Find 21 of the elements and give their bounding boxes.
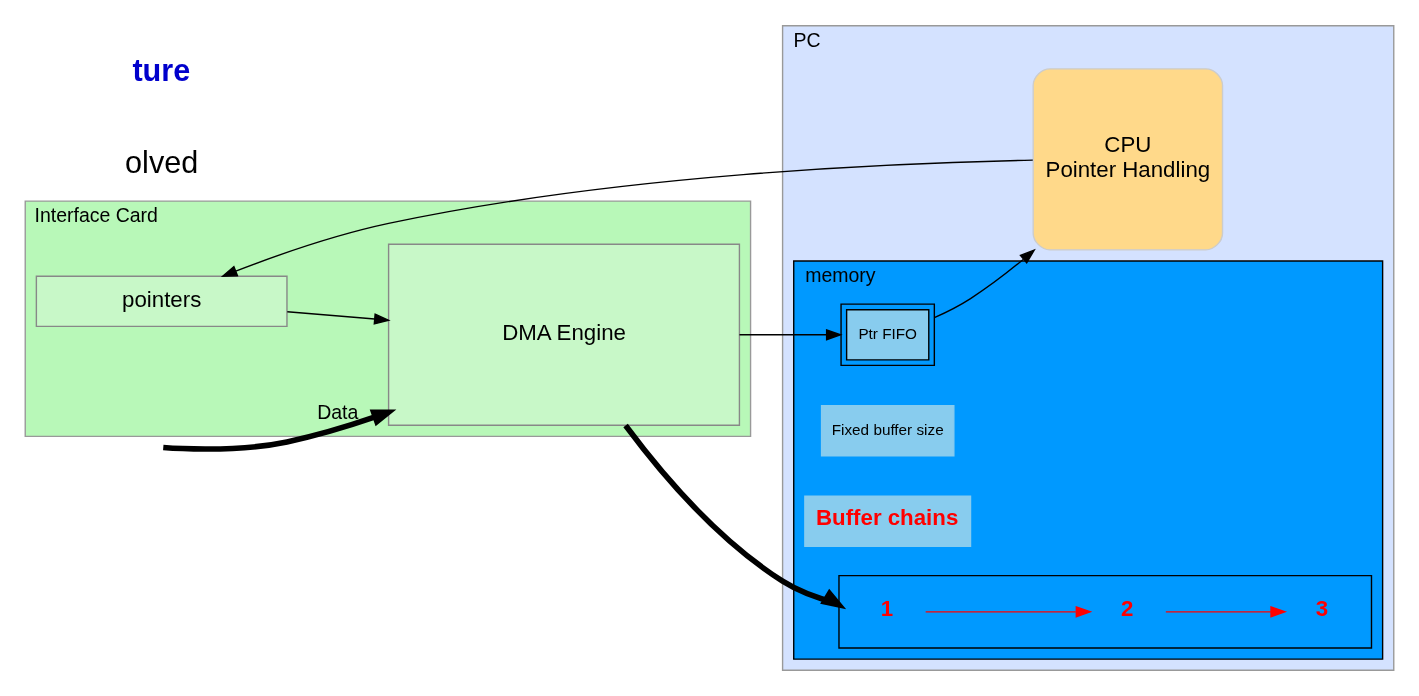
node-box: Buffer chains <box>804 495 972 548</box>
node-box: pointers <box>35 275 288 328</box>
arrow <box>738 328 843 341</box>
node-box: DMA Engine <box>387 243 741 426</box>
arrow <box>163 409 397 452</box>
node-text: 2 <box>1120 595 1134 621</box>
node-text: 1 <box>880 595 894 621</box>
arrow <box>623 423 847 610</box>
arrow <box>933 248 1036 319</box>
node-box: Ptr FIFO <box>840 303 936 367</box>
arrow <box>286 311 391 325</box>
node-text: 3 <box>1315 595 1329 621</box>
arrow <box>1165 605 1288 618</box>
label: olved <box>125 144 199 179</box>
arrow <box>220 159 1034 277</box>
node-box: CPU Pointer Handling <box>1032 68 1224 251</box>
cluster <box>838 574 1373 649</box>
node-box: Fixed buffer size <box>820 405 955 457</box>
edge-label: Data <box>317 400 359 423</box>
arrow <box>924 605 1093 618</box>
label: ture <box>132 52 191 87</box>
